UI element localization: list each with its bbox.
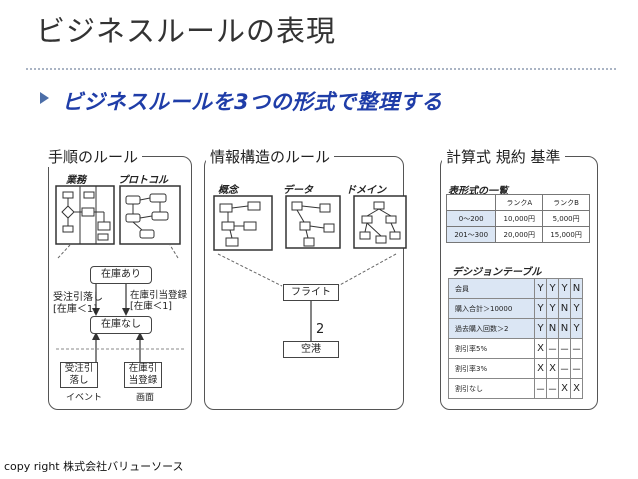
decision-value: Y xyxy=(534,278,547,299)
decision-row: 購入合計＞10000 Y Y N Y xyxy=(448,298,583,319)
decision-table: 会員 Y Y Y N 購入合計＞10000 Y Y N Y 過去購入回数＞2 Y… xyxy=(448,278,583,399)
decision-condition: 購入合計＞10000 xyxy=(448,298,535,319)
decision-value: － xyxy=(546,378,559,399)
decision-row: 割引率5% X － － － xyxy=(448,338,583,359)
transition-order-deduct: 受注引落し [在庫＜1] xyxy=(53,292,103,315)
decision-value: N xyxy=(558,318,571,339)
state-no-stock: 在庫なし xyxy=(90,316,152,334)
decision-row: 会員 Y Y Y N xyxy=(448,278,583,299)
event-box: 受注引 落し xyxy=(60,362,98,388)
protocol-label: プロトコル xyxy=(118,175,168,186)
decision-value: － xyxy=(558,358,571,379)
decision-value: Y xyxy=(534,318,547,339)
calculation-section-title: 計算式 規約 基準 xyxy=(442,146,565,167)
information-section-title: 情報構造のルール xyxy=(206,146,335,167)
screen-box: 在庫引 当登録 xyxy=(124,362,162,388)
table-header xyxy=(445,194,497,211)
decision-value: X xyxy=(570,378,583,399)
event-label: イベント xyxy=(66,393,103,403)
decision-value: X xyxy=(558,378,571,399)
screen-label: 画面 xyxy=(136,393,155,403)
decision-row: 過去購入回数＞2 Y N N Y xyxy=(448,318,583,339)
table-cell: 10,000円 xyxy=(495,210,544,227)
decision-value: X xyxy=(534,338,547,359)
table-cell: 5,000円 xyxy=(542,210,590,227)
decision-value: Y xyxy=(558,278,571,299)
table-title: 表形式の一覧 xyxy=(448,186,508,197)
domain-label: ドメイン xyxy=(346,185,386,196)
decision-condition: 割引率3% xyxy=(448,358,535,379)
decision-value: － xyxy=(558,338,571,359)
decision-value: N xyxy=(546,318,559,339)
transition-stock-register: 在庫引当登録 [在庫＜1] xyxy=(130,290,188,313)
decision-row: 割引なし － － X X xyxy=(448,378,583,399)
table-cell: 20,000円 xyxy=(495,226,544,243)
decision-value: － xyxy=(570,338,583,359)
decision-value: N xyxy=(558,298,571,319)
decision-value: X xyxy=(534,358,547,379)
decision-condition: 割引率5% xyxy=(448,338,535,359)
rank-table: ランクA ランクB 0～200 10,000円 5,000円 201～300 2… xyxy=(445,194,590,243)
table-cell: 201～300 xyxy=(445,226,497,243)
decision-value: N xyxy=(570,278,583,299)
slide-title: ビジネスルールの表現 xyxy=(36,14,337,48)
procedure-section-title: 手順のルール xyxy=(44,146,143,167)
table-cell: 0～200 xyxy=(445,210,497,227)
state-in-stock: 在庫あり xyxy=(90,266,152,284)
decision-value: － xyxy=(546,338,559,359)
decision-value: Y xyxy=(570,298,583,319)
decision-value: － xyxy=(534,378,547,399)
concept-label: 概念 xyxy=(218,185,238,196)
headline: ビジネスルールを3つの形式で整理する xyxy=(62,90,443,114)
decision-condition: 割引なし xyxy=(448,378,535,399)
copyright-notice: copy right 株式会社バリューソース xyxy=(4,460,184,473)
decision-condition: 過去購入回数＞2 xyxy=(448,318,535,339)
multiplicity-label: 2 xyxy=(316,322,325,337)
decision-value: － xyxy=(570,358,583,379)
entity-airport: 空港 xyxy=(283,341,339,358)
decision-condition: 会員 xyxy=(448,278,535,299)
table-row: 0～200 10,000円 5,000円 xyxy=(445,210,590,227)
business-label: 業務 xyxy=(66,175,86,186)
decision-row: 割引率3% X X － － xyxy=(448,358,583,379)
bullet-triangle-icon xyxy=(40,92,49,104)
table-cell: 15,000円 xyxy=(542,226,590,243)
decision-value: Y xyxy=(570,318,583,339)
decision-table-title: デシジョンテーブル xyxy=(452,267,542,278)
entity-flight: フライト xyxy=(283,284,339,301)
data-label: データ xyxy=(283,185,313,196)
title-divider xyxy=(26,68,616,70)
decision-value: X xyxy=(546,358,559,379)
table-header: ランクB xyxy=(542,194,590,211)
table-row: 201～300 20,000円 15,000円 xyxy=(445,226,590,243)
decision-value: Y xyxy=(546,298,559,319)
decision-value: Y xyxy=(546,278,559,299)
table-header: ランクA xyxy=(495,194,544,211)
decision-value: Y xyxy=(534,298,547,319)
table-row: ランクA ランクB xyxy=(445,194,590,211)
